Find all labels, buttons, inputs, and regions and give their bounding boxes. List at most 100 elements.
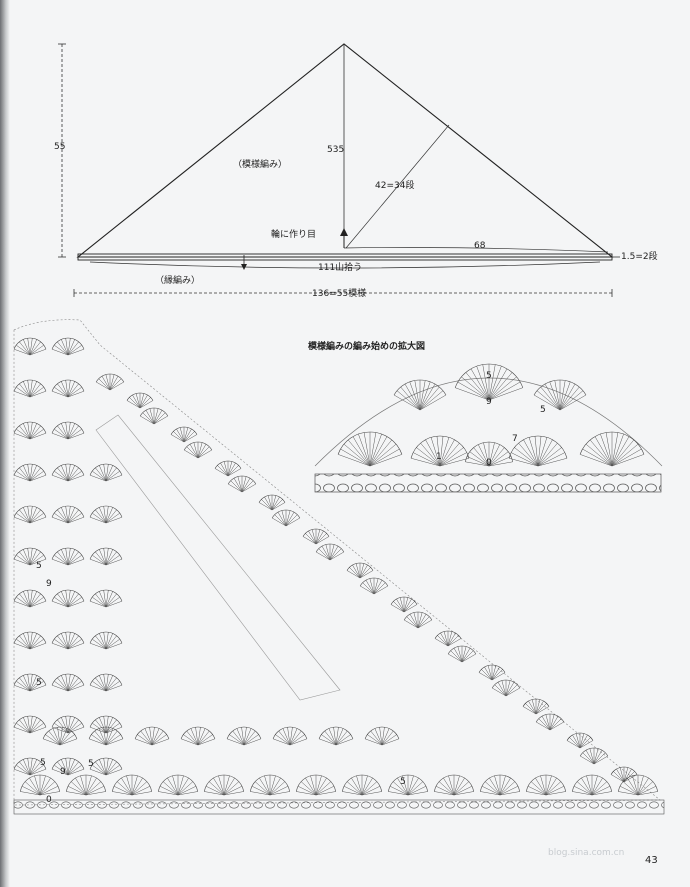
fan-motif [51,337,85,356]
fan-motif [204,774,244,796]
half-width-label: 68 [474,241,486,251]
watermark: blog.sina.com.cn [548,848,625,858]
chart-number-1: 5 [36,561,42,571]
fan-motif [51,715,85,734]
ring-start-label: 輪に作り目 [271,230,317,240]
fan-motif [51,505,85,524]
enlarged-foundation-band [314,473,662,493]
fan-motif [13,547,47,566]
border-stitch-label: （縁編み） [155,276,201,286]
fan-motif [89,463,123,482]
fan-motif [271,509,301,527]
fan-motif [51,589,85,608]
diagonal-measure-line [345,124,450,249]
fan-motif [250,774,290,796]
fan-motif [447,645,477,663]
fan-motif [126,392,154,409]
chart-number-6: 5 [40,758,46,768]
fan-motif [134,726,170,746]
fan-motif [180,726,216,746]
pickup-arrow-icon [241,264,247,270]
fan-motif [170,426,198,443]
chart-number-3: 5 [36,678,42,688]
chart-fan-motifs [13,337,658,796]
enlarged-number-5: 7 [512,434,518,444]
fan-motif [13,463,47,482]
fan-motif [342,774,382,796]
fan-motif [522,698,550,715]
fan-motif [42,726,78,746]
fan-motif [13,379,47,398]
fan-motif [410,435,470,467]
fan-motif [88,726,124,746]
total-width-label: 136=55模様 [312,289,367,299]
chart-outline [13,319,661,806]
fan-motif [434,630,462,647]
fan-motif [533,379,587,411]
height-label: 55 [54,142,66,152]
fan-motif [226,726,262,746]
fan-motif [183,441,213,459]
fan-motif [89,631,123,650]
fan-motif [227,475,257,493]
fan-motif [51,547,85,566]
fan-motif [478,664,506,681]
fan-motif [51,757,85,776]
chart-number-8: 0 [46,795,52,805]
fan-motif [51,463,85,482]
pickup-label: 111山拾う [318,263,363,273]
enlarged-chart-outline [314,377,663,467]
fan-motif [89,505,123,524]
fan-motif [13,589,47,608]
fan-motif [480,774,520,796]
fan-motif [618,774,658,796]
pattern-stitch-label: （模様編み） [233,160,288,170]
diagonal-rows-label: 42=34段 [375,181,415,191]
fan-motif [13,505,47,524]
fan-motif [296,774,336,796]
fan-motif [258,494,286,511]
chart-number-5: 9 [60,767,66,777]
fan-motif [158,774,198,796]
fan-motif [51,673,85,692]
page-number: 43 [645,855,658,866]
chart-number-4: 5 [88,759,94,769]
fan-motif [364,726,400,746]
fan-motif [95,373,125,391]
fan-motif [51,421,85,440]
fan-motif [302,528,330,545]
fan-motif [13,337,47,356]
fan-motif [51,379,85,398]
chart-number-7: 5 [400,777,406,787]
fan-motif [572,774,612,796]
fan-motif [535,713,565,731]
fan-motif [112,774,152,796]
fan-motif [346,562,374,579]
ring-arrow-icon [340,228,348,236]
fan-motif [89,757,123,776]
fan-motif [66,774,106,796]
fan-motif [465,441,513,467]
fan-motif [579,431,645,467]
chart-foundation-band [13,799,665,815]
fan-motif [51,631,85,650]
fan-motif [434,774,474,796]
fan-motif [318,726,354,746]
enlarged-chart-title: 模様編みの編み始めの拡大図 [308,342,426,352]
fan-motif [272,726,308,746]
fan-motif [566,732,594,749]
enlarged-number-6: 0 [486,458,492,468]
enlarged-number-1: 5 [486,371,492,381]
fan-motif [390,596,418,613]
edge-rows-label: 1.5=2段 [621,252,658,262]
fan-motif [491,679,521,697]
book-spine-shadow [0,0,10,887]
fan-motif [89,547,123,566]
fan-motif [13,715,47,734]
fan-motif [214,460,242,477]
fan-motif [579,747,609,765]
center-length-label: 535 [327,145,345,155]
